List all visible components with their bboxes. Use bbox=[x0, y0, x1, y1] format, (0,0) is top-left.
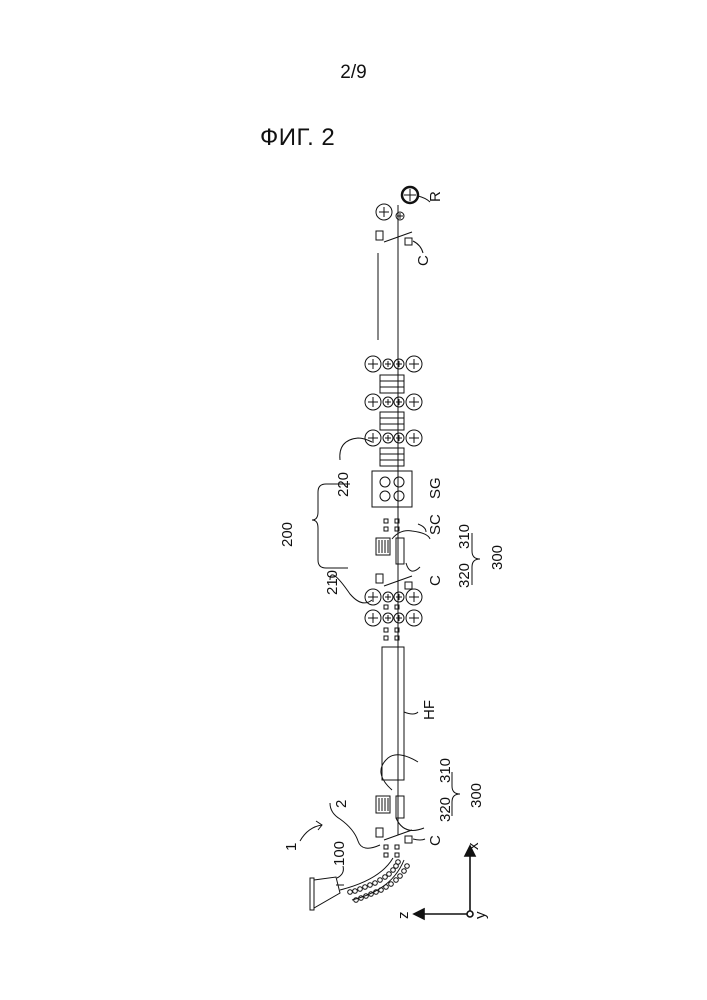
rolling-stand-210 bbox=[365, 589, 422, 640]
label-310-upper: 310 bbox=[456, 524, 473, 549]
label-2: 2 bbox=[333, 800, 350, 808]
sg-box bbox=[372, 471, 412, 507]
label-300-lower: 300 bbox=[468, 783, 485, 808]
axes bbox=[414, 846, 475, 919]
axis-label-x: x bbox=[465, 842, 482, 850]
label-210: 210 bbox=[324, 570, 341, 595]
label-c-top: C bbox=[415, 255, 432, 266]
label-200: 200 bbox=[279, 522, 296, 547]
heater-lower bbox=[376, 796, 404, 818]
rolling-stand-3 bbox=[365, 430, 422, 466]
heater-upper bbox=[376, 538, 404, 564]
rolling-stand-2 bbox=[365, 394, 422, 430]
tundish-100 bbox=[310, 877, 344, 910]
labels: R C 220 200 210 SG SC 320 310 300 C HF 3… bbox=[279, 191, 506, 919]
caster-exit-rollers bbox=[384, 845, 399, 857]
caster-strand bbox=[340, 858, 409, 902]
axis-label-y: y bbox=[472, 911, 489, 919]
label-300-upper: 300 bbox=[489, 545, 506, 570]
label-320-lower: 320 bbox=[437, 797, 454, 822]
label-c-mid: C bbox=[427, 575, 444, 586]
label-310-lower: 310 bbox=[437, 758, 454, 783]
cutter-c-top bbox=[376, 231, 412, 245]
label-1: 1 bbox=[283, 843, 300, 851]
label-r: R bbox=[427, 191, 444, 202]
label-c-low: C bbox=[427, 835, 444, 846]
label-hf: HF bbox=[421, 700, 438, 720]
axis-label-z: z bbox=[395, 912, 412, 920]
cutter-c-low bbox=[376, 828, 412, 843]
cutter-c-mid bbox=[376, 574, 412, 589]
label-100: 100 bbox=[331, 841, 348, 866]
rolling-stand-1 bbox=[365, 356, 422, 393]
sc-rollers bbox=[384, 519, 399, 531]
label-sg: SG bbox=[427, 477, 444, 499]
label-320-upper: 320 bbox=[456, 563, 473, 588]
label-220: 220 bbox=[335, 472, 352, 497]
label-sc: SC bbox=[427, 514, 444, 535]
